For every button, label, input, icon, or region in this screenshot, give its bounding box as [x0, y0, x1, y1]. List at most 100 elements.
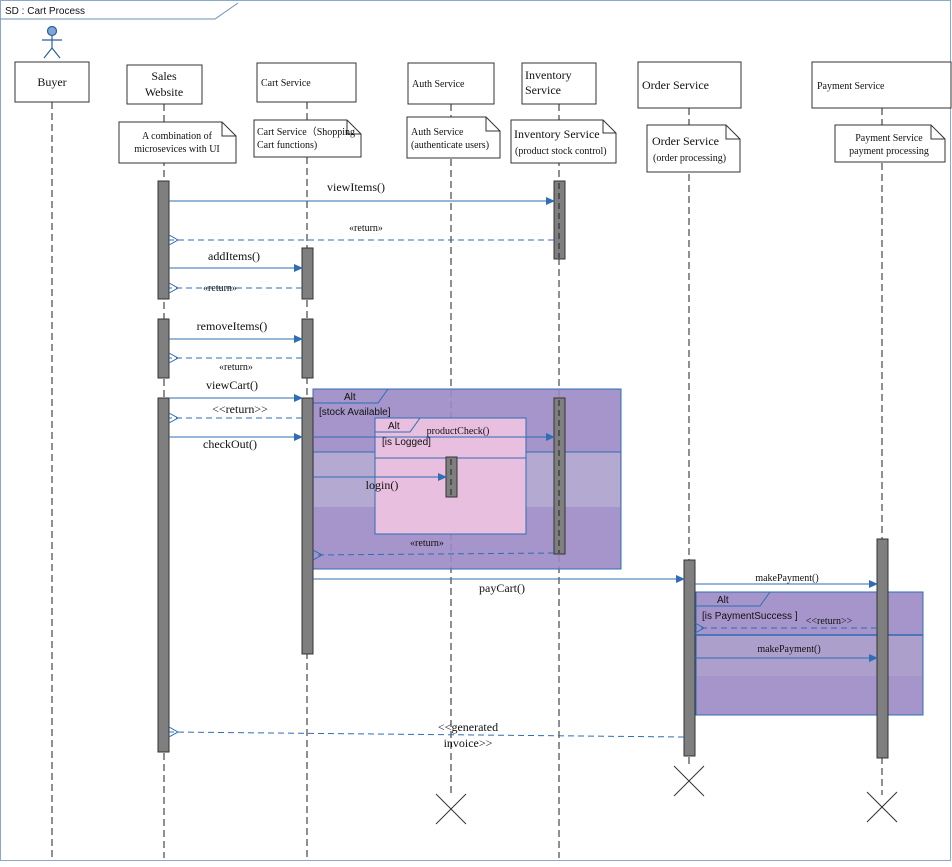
note-inventory-text-1: Inventory Service [514, 127, 600, 141]
participant-cart-box [256, 62, 357, 103]
participant-buyer-label: Buyer [37, 75, 66, 89]
note-inventory-shape [510, 119, 617, 164]
participant-sales-label-2: Website [145, 85, 183, 99]
message-labels: viewItems() «return» addItems() «return»… [197, 180, 853, 750]
note-cart-fold [346, 120, 361, 135]
participant-sales-label-1: Sales [151, 69, 177, 83]
note-auth: Auth Service (authenticate users) [406, 116, 501, 159]
participant-auth-box [407, 62, 495, 105]
participant-auth-label: Auth Service [412, 79, 465, 90]
activation-cart-2 [301, 318, 314, 379]
activation-inventory-1 [553, 180, 566, 260]
note-order-text-2: (order processing) [653, 153, 726, 164]
participant-inventory-label-1: Inventory [525, 68, 572, 82]
participant-buyer[interactable]: Buyer [14, 25, 90, 103]
participant-auth[interactable]: Auth Service [407, 62, 495, 105]
fragment-alt3-tab [696, 591, 771, 607]
message-login-label: login() [366, 478, 399, 492]
message-return-5-label: «return» [410, 538, 444, 549]
note-auth-text-2: (authenticate users) [411, 140, 489, 151]
note-cart-text-1: Cart Service（Shopping [257, 126, 355, 138]
message-invoice-label-2: invoice>> [444, 736, 493, 750]
fragment-alt2-tab [375, 417, 421, 433]
note-sales: A combination of microsevices with UI [118, 121, 237, 164]
activation-payment [876, 538, 889, 759]
message-invoice-label-1: <<generated [438, 720, 498, 734]
message-viewcart-label: viewCart() [206, 378, 258, 392]
participant-inventory-label-2: Service [525, 83, 561, 97]
participant-inventory-box [521, 62, 597, 105]
message-return-3-label: «return» [219, 362, 253, 373]
activation-sales-3 [157, 397, 170, 753]
note-payment: Payment Service payment processing [834, 124, 946, 163]
activation-cart-3 [301, 397, 314, 655]
fragment-alt1-tab [313, 388, 389, 404]
note-sales-text-2: microsevices with UI [134, 144, 220, 155]
messages [169, 197, 878, 738]
fragment-alt3-keyword: Alt [717, 595, 729, 606]
note-inventory-fold [602, 120, 616, 134]
participant-order-box [637, 61, 742, 109]
destroy-payment-icon [866, 791, 898, 823]
participant-sales[interactable]: Sales Website [126, 64, 203, 105]
note-cart-text-2: Cart functions) [257, 140, 317, 151]
message-additems-label: addItems() [208, 249, 260, 263]
message-makepayment-1-label: makePayment() [755, 573, 818, 584]
note-sales-text-1: A combination of [142, 131, 213, 142]
note-payment-text-2: payment processing [849, 146, 929, 157]
message-return-4-label: <<return>> [212, 402, 268, 416]
activation-order [683, 559, 696, 757]
note-order-shape [646, 124, 741, 173]
note-sales-shape [118, 121, 237, 164]
participant-cart-label: Cart Service [261, 78, 311, 89]
destruction-marks [435, 765, 898, 825]
fragment-alt1-guard: [stock Available] [319, 407, 391, 418]
actor-icon [42, 25, 62, 59]
frame-title-tab [0, 2, 239, 20]
activation-sales-2 [157, 318, 170, 379]
note-sales-fold [221, 122, 236, 137]
note-auth-text-1: Auth Service [411, 127, 464, 138]
note-payment-text-1: Payment Service [855, 133, 923, 144]
note-auth-fold [485, 117, 500, 132]
participant-order-label: Order Service [642, 78, 709, 92]
fragment-alt3-guard: [is PaymentSuccess ] [702, 611, 798, 622]
destroy-auth-icon [435, 793, 467, 825]
message-viewitems-label: viewItems() [327, 180, 385, 194]
activation-cart-1 [301, 247, 314, 300]
participant-sales-box [126, 64, 203, 105]
fragment-alt2-guard: [is Logged] [382, 437, 431, 448]
activations [157, 180, 889, 759]
participant-order[interactable]: Order Service [637, 61, 742, 109]
fragment-alt1-keyword: Alt [344, 392, 356, 403]
note-auth-shape [406, 116, 501, 159]
message-makepayment-2-label: makePayment() [757, 644, 820, 655]
note-order: Order Service (order processing) [646, 124, 741, 173]
activation-dashes [450, 183, 560, 553]
message-return-5-arrow [313, 553, 555, 555]
destroy-order-icon [673, 765, 705, 797]
message-invoice-arrow [169, 732, 685, 738]
note-order-fold [725, 125, 740, 140]
message-return-2-label: «return» [203, 283, 237, 294]
participant-payment[interactable]: Payment Service [811, 61, 952, 109]
message-checkout-label: checkOut() [203, 437, 257, 451]
participant-cart[interactable]: Cart Service [256, 62, 357, 103]
note-inventory-text-2: (product stock control) [515, 146, 607, 157]
note-inventory: Inventory Service (product stock control… [510, 119, 617, 164]
message-removeitems-label: removeItems() [197, 319, 268, 333]
message-return-6-label: <<return>> [806, 616, 853, 627]
note-payment-fold [930, 125, 945, 140]
note-cart-shape [253, 119, 362, 158]
participant-payment-box [811, 61, 952, 109]
message-return-1-label: «return» [349, 223, 383, 234]
participant-buyer-box [14, 61, 90, 103]
activation-sales-1 [157, 180, 170, 300]
fragment-alt2-keyword: Alt [388, 421, 400, 432]
message-paycart-label: payCart() [479, 581, 525, 595]
note-payment-shape [834, 124, 946, 163]
frame-title: SD : Cart Process [5, 6, 85, 17]
participant-inventory[interactable]: Inventory Service [521, 62, 597, 105]
